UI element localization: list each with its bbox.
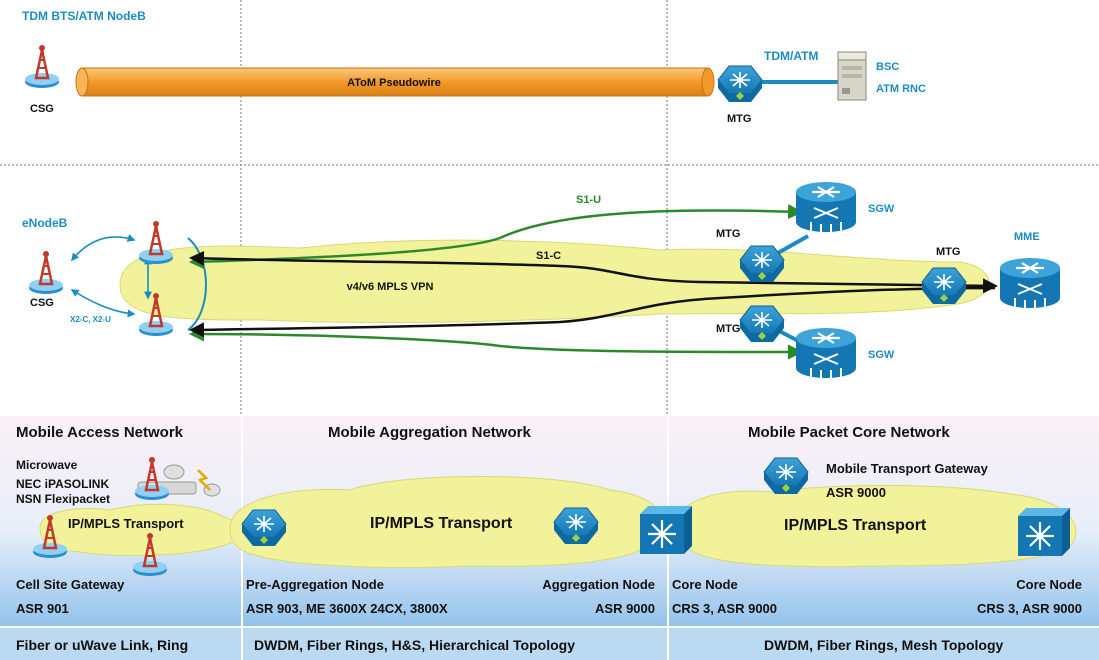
sgw-upper-router-icon	[794, 180, 858, 235]
bsc-label: BSC	[876, 61, 899, 73]
atom-pseudowire	[75, 67, 715, 97]
sgw-upper-label: SGW	[868, 203, 895, 215]
vpn-label: v4/v6 MPLS VPN	[347, 281, 434, 293]
access-footer: Fiber or uWave Link, Ring	[16, 637, 188, 653]
mme-label: MME	[1014, 231, 1040, 243]
core-node-left-label: Core Node	[672, 577, 738, 592]
tdm-atm-label: TDM/ATM	[764, 49, 818, 63]
core-cloud	[675, 485, 1077, 568]
csg-tower-icon	[23, 43, 61, 90]
pre-agg-models-label: ASR 903, ME 3600X 24CX, 3800X	[246, 601, 448, 616]
agg-node-label: Aggregation Node	[542, 577, 655, 592]
agg-model-label: ASR 9000	[595, 601, 655, 616]
x2-lower-arrow	[70, 289, 136, 318]
bsc-server-icon	[837, 51, 867, 101]
aggregation-title: Mobile Aggregation Network	[328, 424, 531, 441]
s1u-label: S1-U	[576, 194, 601, 206]
core-node-left-icon	[638, 504, 694, 556]
core-node-right-icon	[1016, 506, 1072, 558]
csg-model-label: ASR 901	[16, 601, 69, 616]
core-footer: DWDM, Fiber Rings, Mesh Topology	[764, 637, 1003, 653]
atm-rnc-label: ATM RNC	[876, 83, 926, 95]
access-transport-label: IP/MPLS Transport	[68, 516, 184, 531]
csg-tower-icon	[27, 249, 65, 296]
top-mtg-label: MTG	[727, 113, 751, 125]
s1c-lower-arrow	[189, 286, 996, 338]
top-csg-label: CSG	[30, 103, 54, 115]
core-node-right-label: Core Node	[1016, 577, 1082, 592]
microwave-label: Microwave	[16, 458, 78, 472]
s1u-lower-arrow	[189, 326, 803, 360]
top-title: TDM BTS/ATM NodeB	[22, 9, 146, 23]
gateway-label: Mobile Transport Gateway	[826, 461, 989, 476]
nsn-label: NSN Flexipacket	[16, 492, 110, 506]
middle-csg-label: CSG	[30, 297, 54, 309]
core-model-right-label: CRS 3, ASR 9000	[977, 601, 1082, 616]
pre-agg-node-label: Pre-Aggregation Node	[246, 577, 384, 592]
csg-node-label: Cell Site Gateway	[16, 577, 125, 592]
s1c-upper-arrow	[189, 250, 998, 294]
access-title: Mobile Access Network	[16, 424, 184, 441]
mtg-upper-label: MTG	[716, 228, 740, 240]
mtg-lower-router-icon	[739, 305, 785, 343]
core-title: Mobile Packet Core Network	[748, 424, 950, 441]
pseudowire-label: AToM Pseudowire	[347, 77, 441, 89]
mme-router-icon	[998, 256, 1062, 311]
x2-label: X2-C, X2-U	[70, 315, 111, 324]
mtg-lower-label: MTG	[716, 323, 740, 335]
enodeb-tower-upper-icon	[137, 219, 175, 266]
core-transport-label: IP/MPLS Transport	[784, 517, 927, 534]
aggregation-transport-label: IP/MPLS Transport	[370, 515, 513, 532]
sgw-lower-label: SGW	[868, 349, 895, 361]
gateway-model-label: ASR 9000	[826, 485, 886, 500]
sgw-lower-router-icon	[794, 326, 858, 381]
enodeb-label: eNodeB	[22, 216, 68, 230]
x2-upper-arrow	[70, 234, 136, 262]
nec-label: NEC iPASOLINK	[16, 477, 109, 491]
mtg-center-label: MTG	[936, 246, 960, 258]
aggregation-footer: DWDM, Fiber Rings, H&S, Hierarchical Top…	[254, 637, 575, 653]
top-mtg-router-icon	[717, 65, 763, 103]
core-model-left-label: CRS 3, ASR 9000	[672, 601, 777, 616]
s1c-label: S1-C	[536, 250, 561, 262]
